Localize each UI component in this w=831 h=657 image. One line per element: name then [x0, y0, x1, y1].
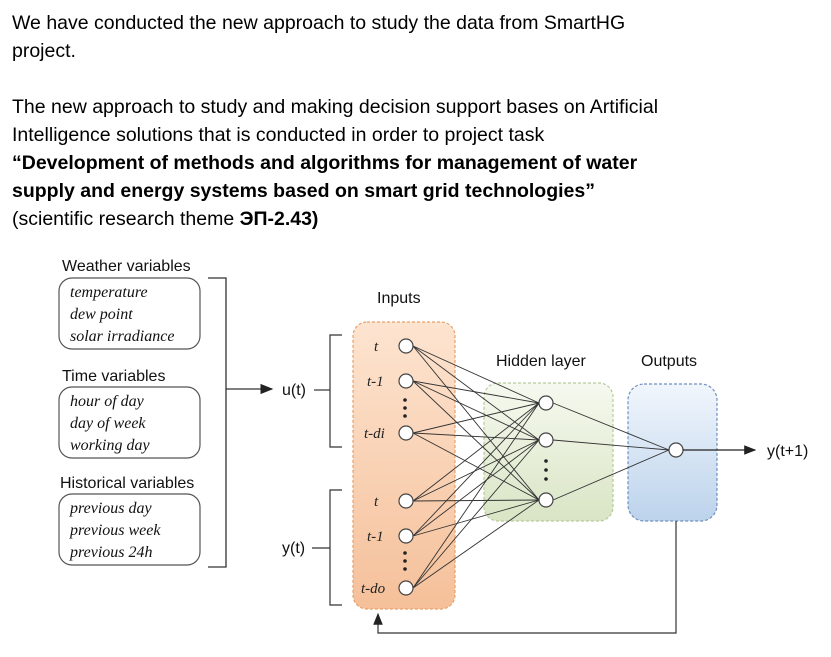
- input-node-label: t-di: [364, 426, 385, 442]
- y-label: y(t): [282, 540, 305, 557]
- task-title-line-2: supply and energy systems based on smart…: [12, 180, 595, 202]
- input-hidden-edge: [412, 432, 540, 441]
- weather-box: [58, 277, 201, 350]
- input-hidden-edge: [412, 380, 540, 441]
- input-node-label: t: [374, 339, 379, 355]
- historical-item: previous 24h: [69, 544, 153, 561]
- time-item: hour of day: [70, 393, 145, 410]
- input-nodes: t t-1 t-di t t-1 t-do: [361, 338, 414, 597]
- u-bracket: [329, 334, 342, 448]
- intro-line-2: project.: [12, 40, 76, 62]
- input-hidden-edge: [412, 439, 540, 589]
- input-ellipsis: [403, 398, 407, 571]
- hidden-nodes: [538, 395, 554, 508]
- input-node-label: t-1: [367, 529, 384, 545]
- time-box: [58, 386, 201, 459]
- historical-item: previous week: [69, 522, 161, 539]
- input-hidden-edge: [412, 402, 540, 502]
- network-edges: [412, 345, 670, 589]
- input-hidden-edge: [412, 380, 540, 404]
- intro-line-1: We have conducted the new approach to st…: [12, 12, 626, 34]
- approach-line-1: The new approach to study and making dec…: [12, 96, 659, 118]
- input-hidden-edge: [412, 345, 540, 404]
- time-group-title: Time variables: [62, 368, 165, 385]
- historical-group-title: Historical variables: [60, 475, 194, 492]
- input-hidden-edge: [412, 499, 540, 589]
- inputs-box: [352, 321, 456, 610]
- inputs-title: Inputs: [377, 290, 421, 307]
- weather-item: dew point: [70, 306, 133, 323]
- input-node-label: t: [374, 494, 379, 510]
- y-bracket: [329, 489, 342, 606]
- research-theme-prefix: (scientific research theme: [12, 208, 240, 230]
- research-theme-code: ЭП-2.43): [239, 208, 319, 230]
- hidden-layer-title: Hidden layer: [496, 353, 587, 370]
- input-node: [398, 493, 414, 509]
- task-title-line-1: “Development of methods and algorithms f…: [12, 152, 638, 174]
- input-hidden-edge: [412, 499, 540, 537]
- input-node: [398, 338, 414, 354]
- input-node: [398, 425, 414, 441]
- input-node-label: t-do: [361, 581, 386, 597]
- input-hidden-edge: [412, 345, 540, 441]
- u-label: u(t): [282, 382, 306, 399]
- input-node: [398, 528, 414, 544]
- input-hidden-edge: [412, 380, 540, 501]
- time-item: day of week: [70, 415, 146, 432]
- output-node: [668, 442, 684, 458]
- hidden-ellipsis: [544, 459, 548, 481]
- input-node-label: t-1: [367, 374, 384, 390]
- historical-item: previous day: [69, 500, 153, 517]
- input-hidden-edge: [412, 439, 540, 537]
- hidden-output-edge: [552, 449, 670, 501]
- input-hidden-edge: [412, 499, 540, 502]
- approach-line-2: Intelligence solutions that is conducted…: [12, 124, 545, 146]
- time-item: working day: [70, 437, 150, 454]
- input-hidden-edge: [412, 345, 540, 501]
- historical-box: [58, 493, 201, 566]
- hidden-output-edge: [552, 439, 670, 451]
- research-theme-line: (scientific research theme ЭП-2.43): [12, 205, 318, 233]
- hidden-node: [538, 395, 554, 411]
- weather-group-title: Weather variables: [62, 258, 191, 275]
- input-hidden-edge: [412, 402, 540, 589]
- input-hidden-edge: [412, 402, 540, 537]
- input-node: [398, 580, 414, 596]
- hidden-layer-box: [483, 382, 614, 522]
- input-hidden-edge: [412, 439, 540, 502]
- groups-bracket: [208, 277, 227, 568]
- hidden-node: [538, 432, 554, 448]
- input-hidden-edge: [412, 432, 540, 501]
- output-label: y(t+1): [767, 443, 808, 460]
- weather-item: solar irradiance: [70, 328, 174, 345]
- weather-item: temperature: [70, 284, 148, 301]
- feedback-loop-arrow: [373, 521, 677, 634]
- input-node: [398, 373, 414, 389]
- input-hidden-edge: [412, 402, 540, 434]
- outputs-title: Outputs: [641, 353, 697, 370]
- hidden-node: [538, 492, 554, 508]
- hidden-output-edge: [552, 402, 670, 451]
- variable-groups: Weather variables temperature dew point …: [58, 258, 201, 566]
